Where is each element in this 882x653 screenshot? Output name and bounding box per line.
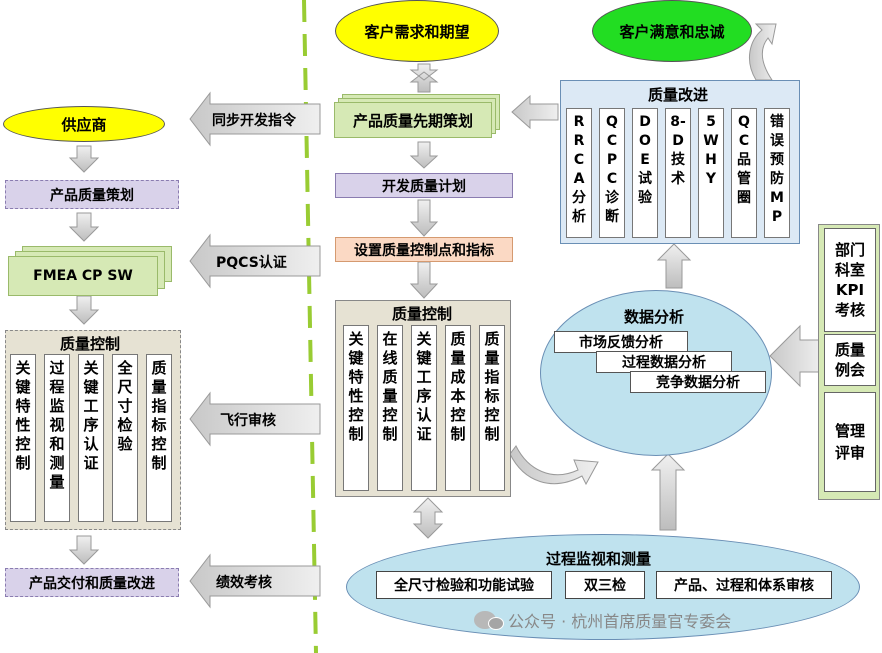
watermark-text: 公众号 · 杭州首席质量官专委会 [508, 612, 732, 631]
wechat-icon-small [488, 617, 504, 630]
supplier-control-cell-text: 质量指标控制 [151, 359, 167, 472]
arrow-down-s2 [68, 212, 100, 242]
process-item-double-three: 双三检 [565, 571, 645, 599]
customer-satisfaction-ellipse: 客户满意和忠诚 [592, 0, 752, 62]
arrow-improve-to-apqp [511, 94, 559, 130]
middle-control-cell-text: 关键工序认证 [416, 330, 432, 443]
supplier-control-cell-2: 关键工序认证 [78, 354, 104, 522]
label-sync-dev: 同步开发指令 [212, 113, 296, 129]
improvement-tool-cell-1: QCPC诊断 [599, 108, 625, 238]
supplier-control-cell-text: 关键特性控制 [15, 359, 31, 472]
middle-control-cell-text: 质量成本控制 [450, 330, 466, 443]
arrow-up-analysis [656, 243, 692, 289]
arrow-sync-dev [189, 91, 321, 147]
fmea-box: FMEA CP SW [8, 256, 158, 296]
control-points-bar: 设置质量控制点和指标 [335, 237, 513, 262]
middle-control-cell-text: 在线质量控制 [382, 330, 398, 443]
improvement-tool-cell-text: DOE试验 [638, 114, 652, 206]
improvement-tool-cell-0: RRCA分析 [566, 108, 592, 238]
improvement-tool-cell-text: 5WHY [703, 114, 719, 187]
arrow-down-m3 [409, 261, 439, 299]
label-performance: 绩效考核 [216, 575, 272, 591]
middle-control-cell-1: 在线质量控制 [377, 325, 403, 491]
analysis-item-market: 市场反馈分析 [554, 331, 688, 353]
supplier-control-cell-text: 全尺寸检验 [117, 359, 133, 453]
analysis-item-competition: 竞争数据分析 [630, 371, 766, 393]
middle-control-cell-4: 质量指标控制 [479, 325, 505, 491]
supplier-control-cell-text: 关键工序认证 [83, 359, 99, 472]
middle-control-cell-2: 关键工序认证 [411, 325, 437, 491]
arrow-down-s3 [68, 295, 100, 325]
improvement-tool-cell-2: DOE试验 [632, 108, 658, 238]
supplier-ellipse: 供应商 [3, 106, 165, 142]
arrow-down-m2 [409, 199, 439, 237]
improvement-tool-cell-text: QCPC诊断 [605, 114, 619, 225]
improvement-tool-cell-3: 8-D技术 [665, 108, 691, 238]
process-item-full-inspection: 全尺寸检验和功能试验 [376, 571, 552, 599]
label-pqcs: PQCS认证 [216, 255, 287, 271]
process-item-audit: 产品、过程和体系审核 [656, 571, 832, 599]
analysis-title: 数据分析 [624, 308, 685, 326]
supplier-quality-planning: 产品质量策划 [5, 180, 179, 209]
arrow-down-s4 [68, 535, 100, 565]
arrow-curve-to-satisfaction [748, 23, 777, 81]
arrow-down-m1 [409, 141, 439, 169]
supplier-control-cell-1: 过程监视和测量 [44, 354, 70, 522]
middle-control-cell-3: 质量成本控制 [445, 325, 471, 491]
middle-control-cell-text: 关键特性控制 [348, 330, 364, 443]
label-flight-audit: 飞行审核 [220, 413, 276, 429]
supplier-control-cell-0: 关键特性控制 [10, 354, 36, 522]
arrow-flight-audit [189, 391, 321, 447]
review-management: 管理评审 [824, 392, 876, 492]
improvement-tool-cell-4: 5WHY [698, 108, 724, 238]
review-kpi: 部门科室KPI考核 [824, 228, 876, 332]
improvement-tool-cell-6: 错误预防MP [764, 108, 790, 238]
arrow-double-control [412, 497, 444, 539]
dev-plan-bar: 开发质量计划 [335, 173, 513, 198]
supplier-control-cell-3: 全尺寸检验 [112, 354, 138, 522]
middle-control-title: 质量控制 [392, 305, 453, 323]
process-title: 过程监视和测量 [546, 550, 652, 568]
arrow-double-needs [409, 63, 439, 93]
supplier-control-title: 质量控制 [60, 335, 121, 353]
improvement-title: 质量改进 [648, 86, 709, 104]
review-meeting: 质量例会 [824, 334, 876, 386]
improvement-tool-cell-text: 8-D技术 [670, 114, 686, 187]
improvement-tool-cell-text: QC品管圈 [737, 114, 751, 206]
divider-line [302, 0, 318, 653]
supplier-control-cell-4: 质量指标控制 [146, 354, 172, 522]
analysis-item-process: 过程数据分析 [596, 351, 732, 373]
arrow-down-s1 [68, 145, 100, 173]
improvement-tool-cell-text: RRCA分析 [572, 114, 586, 225]
arrow-reviews-to-analysis [769, 324, 823, 388]
improvement-tool-cell-5: QC品管圈 [731, 108, 757, 238]
arrow-up-process [650, 453, 686, 531]
arrow-performance [189, 553, 321, 609]
arrow-curve-control-analysis [509, 445, 599, 486]
supplier-delivery: 产品交付和质量改进 [5, 568, 179, 597]
improvement-tool-cell-text: 错误预防MP [770, 114, 784, 225]
arrow-pqcs [189, 233, 321, 289]
middle-control-cell-0: 关键特性控制 [343, 325, 369, 491]
customer-needs-ellipse: 客户需求和期望 [335, 0, 499, 62]
supplier-control-cell-text: 过程监视和测量 [49, 359, 65, 491]
apqp-box: 产品质量先期策划 [334, 102, 492, 138]
middle-control-cell-text: 质量指标控制 [484, 330, 500, 443]
